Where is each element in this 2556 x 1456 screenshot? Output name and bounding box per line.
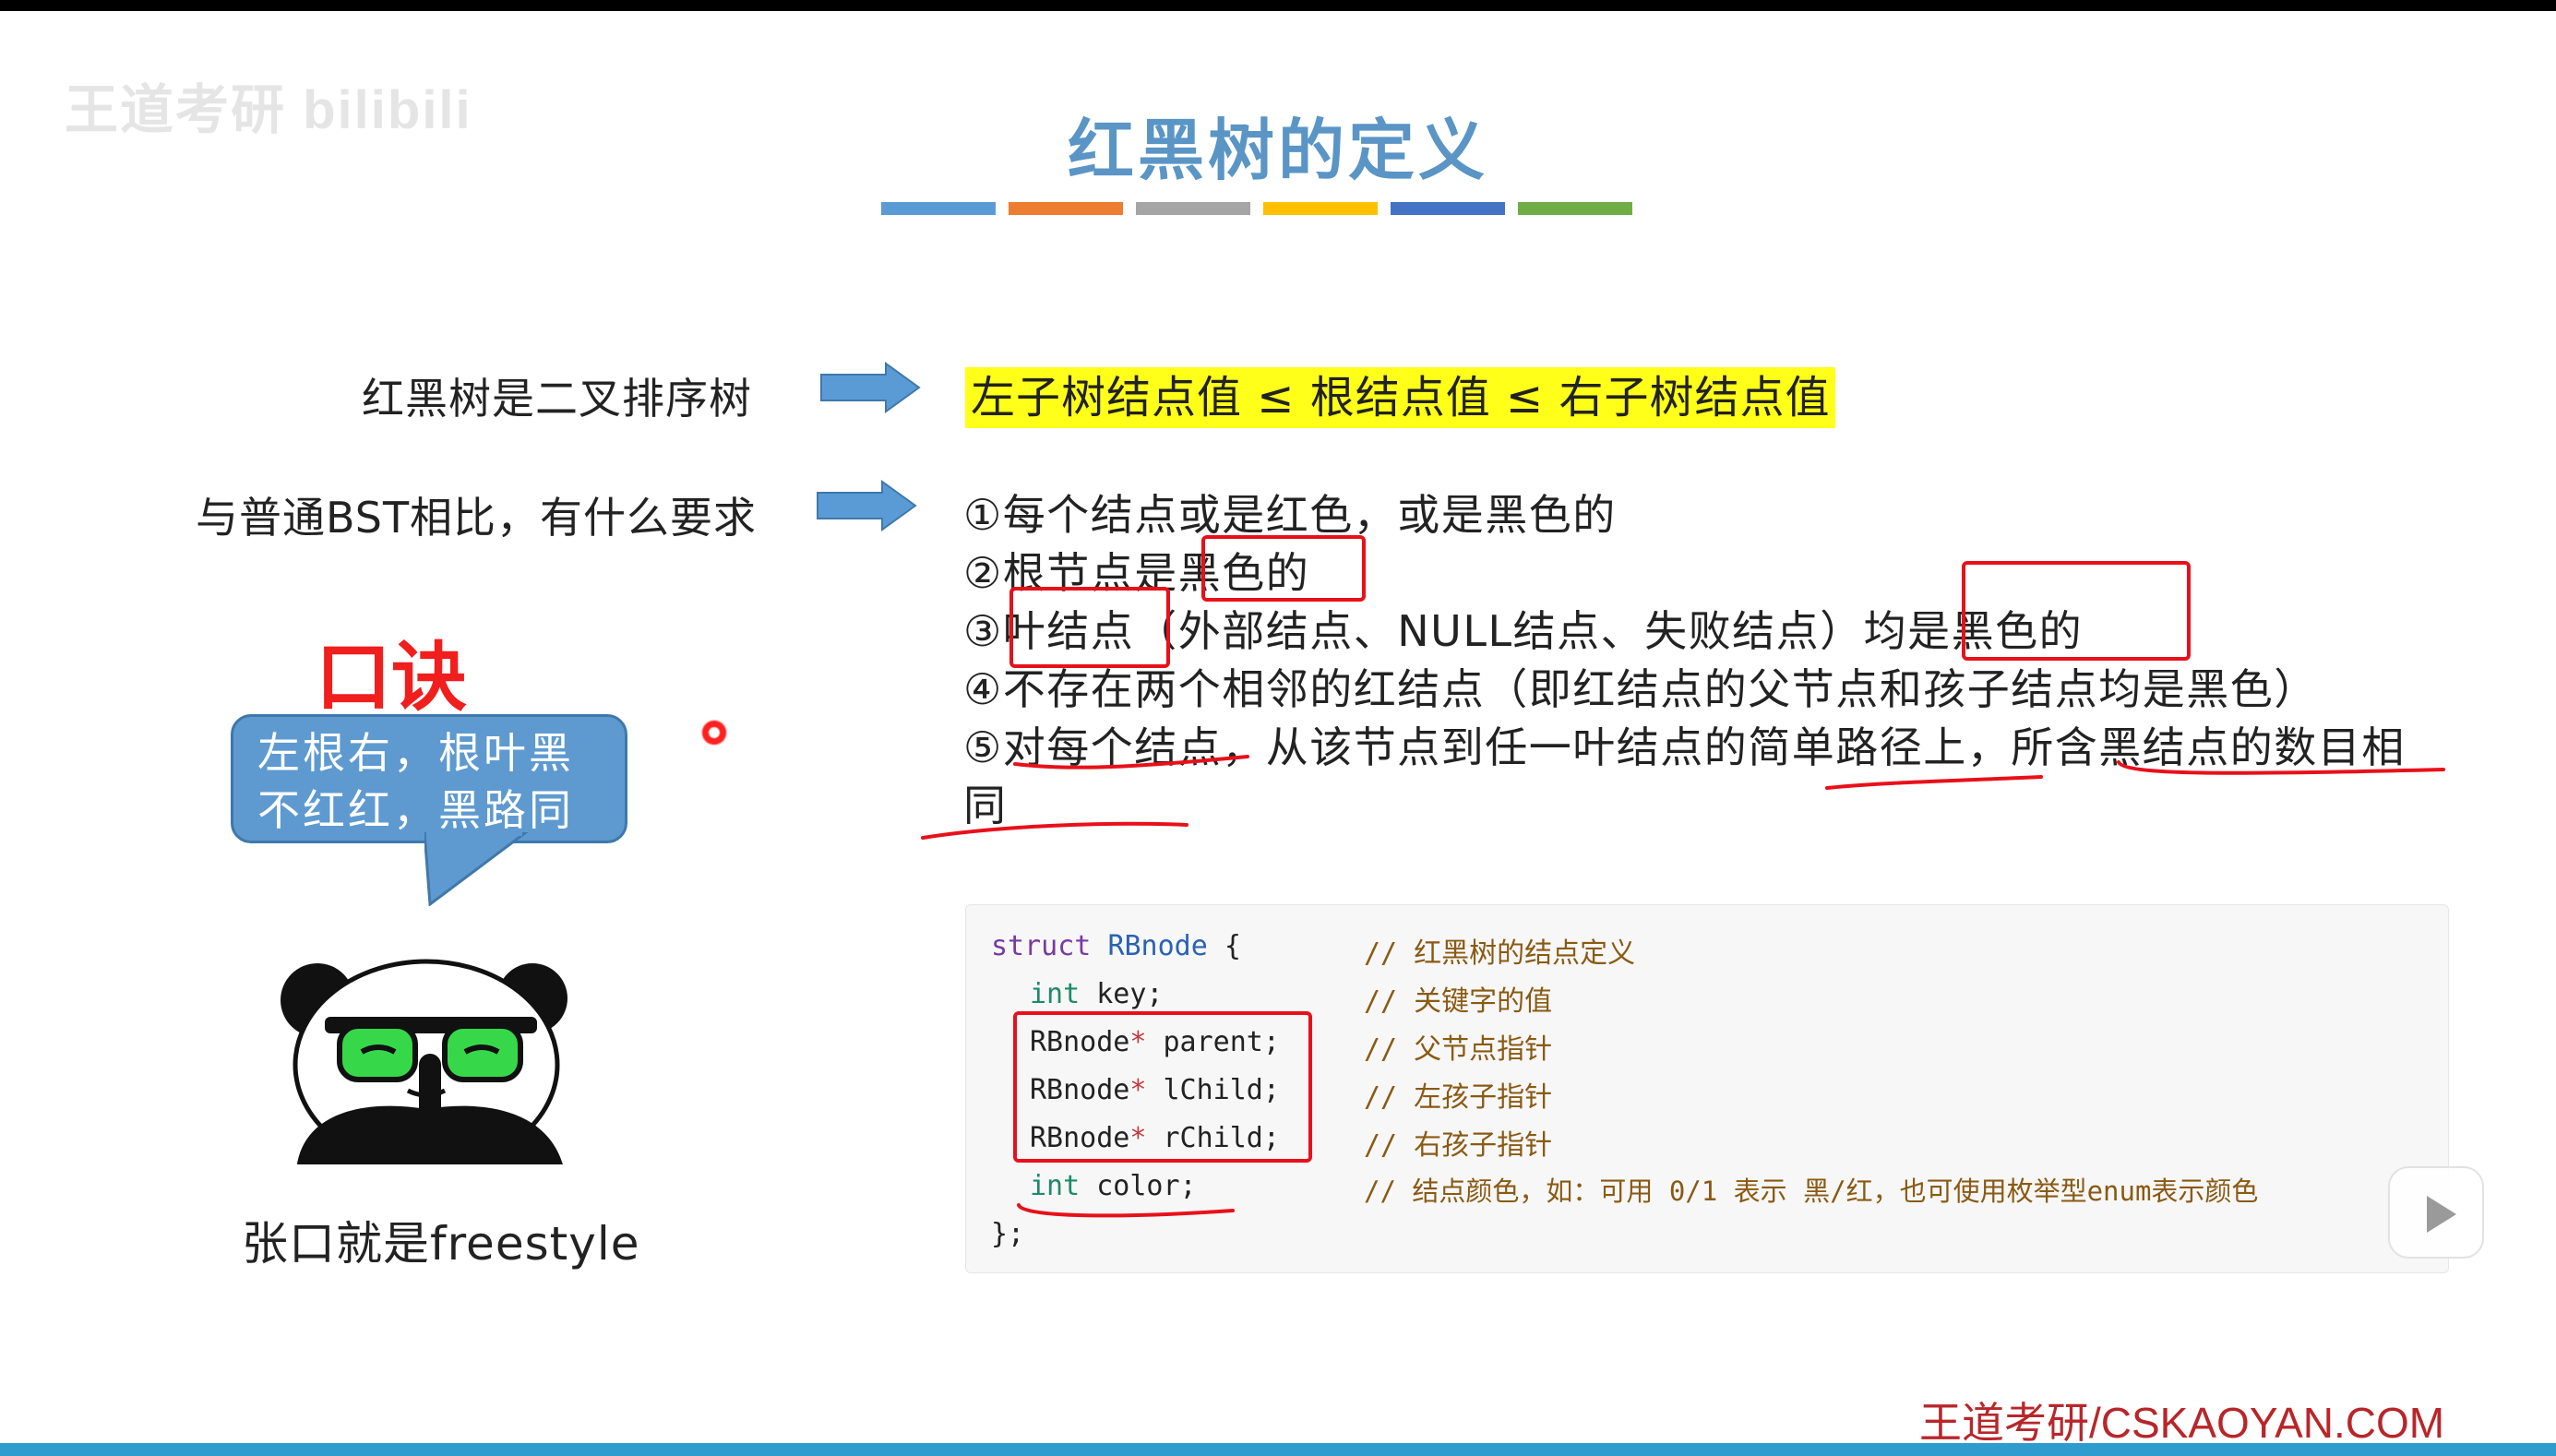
meme-caption: 张口就是freestyle bbox=[242, 1217, 640, 1271]
annotation-underline bbox=[2117, 760, 2445, 775]
code-comment-2: // 关键字的值 bbox=[1364, 985, 1553, 1018]
code-comment-3: // 父节点指针 bbox=[1364, 1033, 1553, 1066]
title-bar-5 bbox=[1391, 202, 1505, 215]
brand-footer: 王道考研/CSKAOYAN.COM bbox=[1919, 1399, 2445, 1443]
annotation-box-root-black bbox=[1201, 535, 1366, 602]
annotation-box-is-black bbox=[1962, 561, 2191, 661]
mnemonic-title: 口诀 bbox=[316, 634, 468, 722]
code-line-3: RBnode* parent; bbox=[1030, 1026, 1280, 1058]
mnemonic-line-1: 左根右，根叶黑 bbox=[257, 728, 574, 778]
code-line-4: RBnode* lChild; bbox=[1030, 1074, 1280, 1106]
title-bar-1 bbox=[881, 202, 996, 215]
code-line-1: struct RBnode { bbox=[991, 930, 1241, 962]
row2-label: 与普通BST相比，有什么要求 bbox=[196, 493, 758, 543]
code-line-6: int color; bbox=[1030, 1170, 1197, 1202]
code-comment-6: // 结点颜色，如：可用 0/1 表示 黑/红，也可使用枚举型enum表示颜色 bbox=[1364, 1176, 2259, 1207]
code-comment-1: // 红黑树的结点定义 bbox=[1364, 937, 1636, 970]
rule-2: ②根节点是黑色的 bbox=[963, 548, 1310, 598]
right-arrow-icon bbox=[820, 362, 921, 413]
video-play-button[interactable] bbox=[2388, 1166, 2484, 1259]
mnemonic-speech-bubble: 左根右，根叶黑 不红红，黑路同 bbox=[231, 714, 627, 843]
title-bar-3 bbox=[1136, 202, 1250, 215]
rule-4: ④不存在两个相邻的红结点（即红结点的父节点和孩子结点均是黑色） bbox=[963, 664, 2318, 714]
rule-5: ⑤对每个结点，从该节点到任一叶结点的简单路径上，所含黑结点的数目相同 bbox=[963, 722, 2406, 830]
slide-title: 红黑树的定义 bbox=[1067, 112, 1488, 189]
title-color-bars bbox=[881, 202, 1632, 215]
play-icon bbox=[2427, 1196, 2456, 1233]
rule-3: ③叶结点（外部结点、NULL结点、失败结点）均是黑色的 bbox=[963, 606, 2084, 656]
right-arrow-icon bbox=[817, 480, 917, 531]
panda-meme-image bbox=[281, 959, 567, 1164]
code-line-2: int key; bbox=[1030, 978, 1164, 1010]
annotation-underline bbox=[1017, 1203, 1235, 1218]
title-bar-4 bbox=[1263, 202, 1378, 215]
bst-property-highlight: 左子树结点值 ≤ 根结点值 ≤ 右子树结点值 bbox=[965, 367, 1836, 428]
mnemonic-line-2: 不红红，黑路同 bbox=[257, 785, 574, 835]
rule-1: ①每个结点或是红色，或是黑色的 bbox=[963, 490, 1617, 540]
rb-rules-list: ①每个结点或是红色，或是黑色的 ②根节点是黑色的 ③叶结点（外部结点、NULL结… bbox=[963, 486, 2449, 835]
code-comment-4: // 左孩子指针 bbox=[1364, 1081, 1553, 1114]
annotation-underline bbox=[1825, 775, 2043, 790]
video-progress-strip[interactable] bbox=[0, 1443, 2556, 1456]
title-bar-2 bbox=[1009, 202, 1123, 215]
bilibili-watermark: 王道考研 bilibili bbox=[65, 80, 472, 140]
speech-bubble-tail bbox=[424, 832, 529, 906]
laser-pointer-dot bbox=[701, 720, 727, 746]
code-line-5: RBnode* rChild; bbox=[1030, 1122, 1280, 1154]
title-bar-6 bbox=[1518, 202, 1632, 215]
code-line-7: }; bbox=[991, 1218, 1025, 1250]
code-comment-5: // 右孩子指针 bbox=[1364, 1129, 1553, 1162]
annotation-underline bbox=[1013, 755, 1249, 770]
slide-canvas: 王道考研 bilibili 红黑树的定义 红黑树是二叉排序树 左子树结点值 ≤ … bbox=[0, 11, 2556, 1443]
annotation-box-leaf-node bbox=[1009, 587, 1170, 668]
annotation-underline bbox=[921, 821, 1188, 840]
annotation-box-pointers bbox=[1013, 1011, 1312, 1163]
row1-label: 红黑树是二叉排序树 bbox=[362, 374, 752, 424]
